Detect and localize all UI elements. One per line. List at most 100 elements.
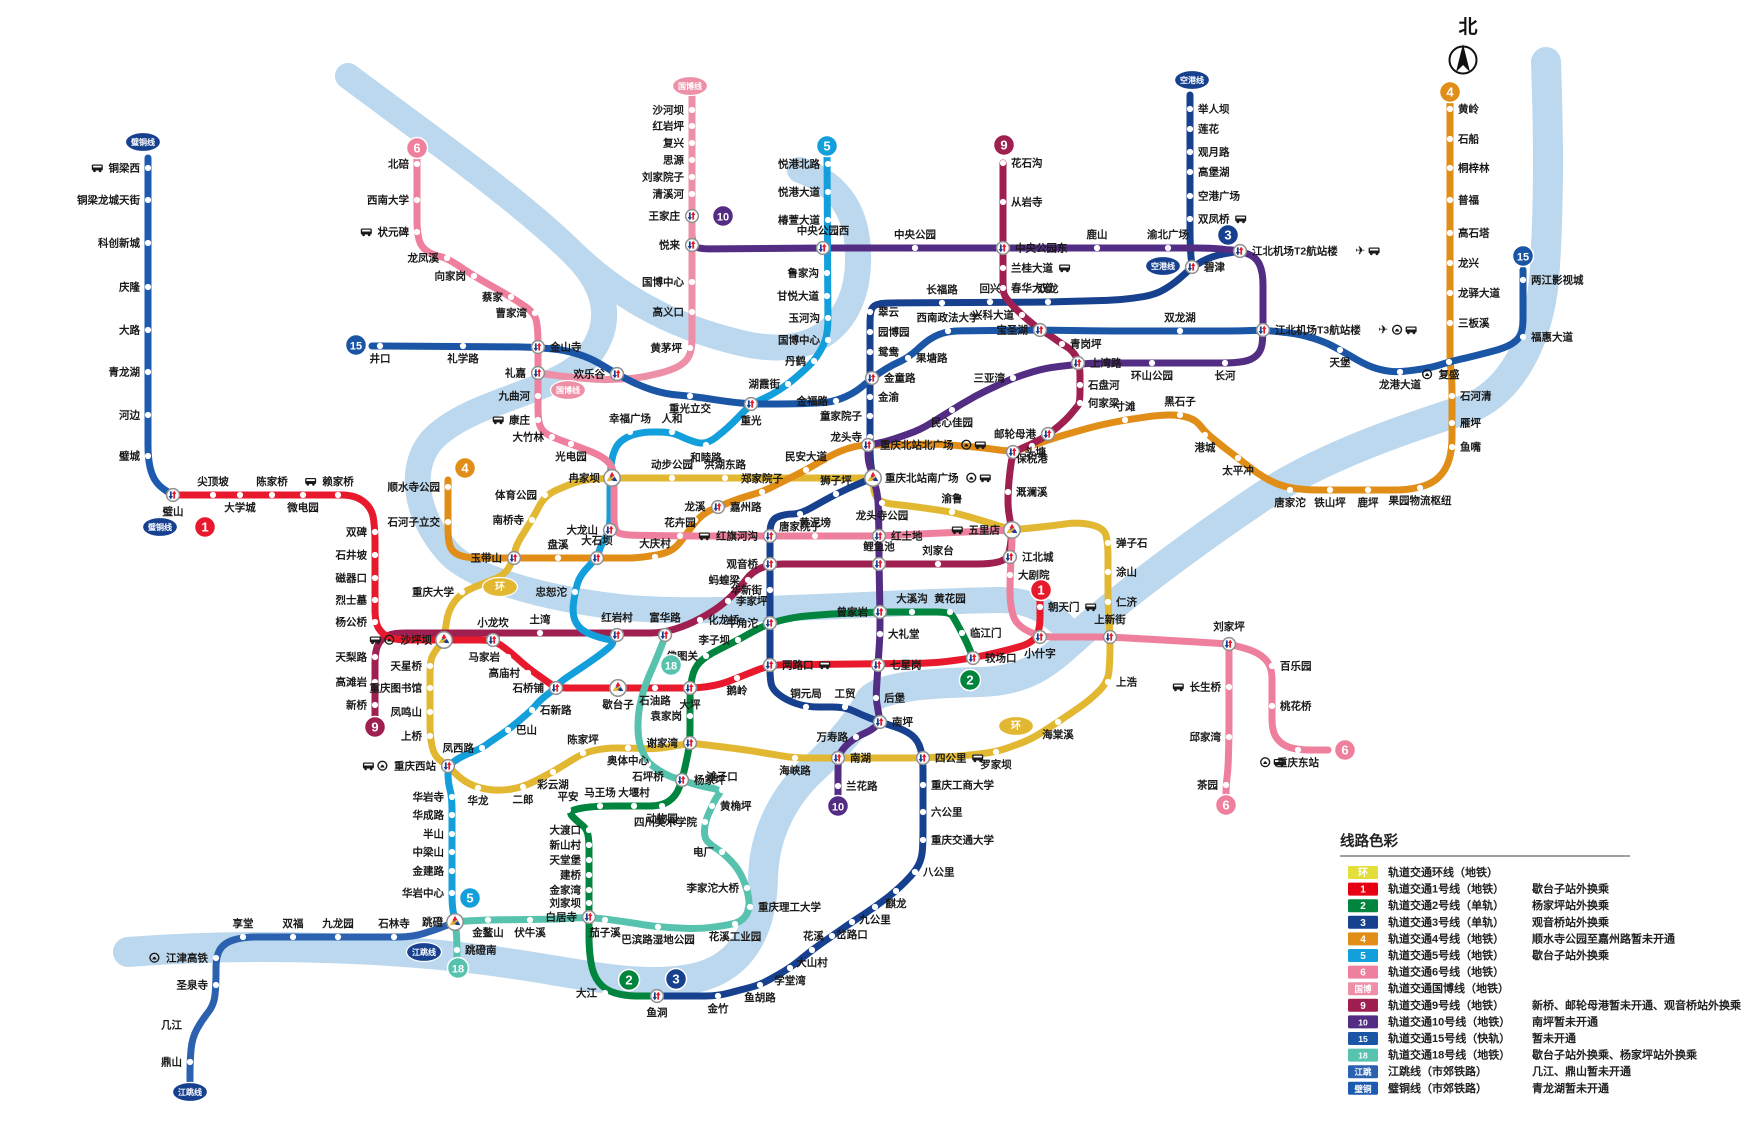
station-label: 四公里 (935, 753, 967, 765)
line-l2 (567, 608, 977, 1000)
legend-chip-label: 15 (1358, 1034, 1368, 1044)
station-dot (688, 173, 696, 181)
line-badge: 2 (617, 968, 641, 992)
station-label: 石井坡 (335, 549, 368, 562)
station-dot (824, 160, 832, 168)
station-label: 湖霞街 (749, 378, 781, 391)
station-label: 巴山 (516, 724, 537, 737)
station-dot (541, 491, 549, 499)
legend-line-name: 轨道交通18号线（地铁） (1388, 1048, 1510, 1062)
hub-interchange-icon (609, 679, 627, 697)
station-dot (999, 284, 1007, 292)
station-dot (1104, 678, 1112, 686)
station-label: 重庆交通大学 (931, 834, 994, 847)
station-label: 重庆北站南广场 (885, 472, 959, 485)
station-label: 民安大道 (785, 450, 827, 463)
station-label: 狮子坪 (819, 474, 852, 487)
station-dot (1446, 229, 1454, 237)
svg-text:4: 4 (1446, 85, 1454, 100)
station-dot (802, 703, 810, 711)
station-label: 电厂 (693, 846, 714, 859)
svg-text:4: 4 (461, 461, 469, 476)
station-dot (718, 848, 726, 856)
station-label: 南桥寺 (493, 514, 525, 527)
station-dot (688, 139, 696, 147)
station-label: 天星桥 (391, 660, 423, 673)
station-dot (413, 228, 421, 236)
station-dot (796, 510, 804, 518)
interchange-icon (506, 550, 522, 566)
hub-interchange-icon (1003, 521, 1021, 539)
station-dot (448, 793, 456, 801)
station-label: 三亚湾 (974, 372, 1006, 385)
legend-line-chip (1348, 1032, 1378, 1045)
station-dot (1416, 484, 1424, 492)
svg-text:空港线: 空港线 (1151, 261, 1175, 271)
train-icon (1421, 369, 1433, 380)
line-l6 (1222, 640, 1233, 804)
station-dot (371, 574, 379, 582)
station-label: 新桥 (346, 699, 367, 712)
station-label: 普福 (1458, 194, 1480, 207)
station-label: 朝天门 (1048, 601, 1080, 614)
bus-icon (1235, 215, 1247, 224)
station-dot (866, 393, 874, 401)
train-icon (149, 952, 160, 963)
river (1455, 47, 1563, 423)
station-label: 环山公园 (1131, 369, 1173, 382)
station-dot (1121, 416, 1129, 424)
legend-line-chip (1348, 949, 1378, 962)
station-label: 高石塔 (1458, 227, 1490, 240)
station-dot (1446, 289, 1454, 297)
station-dot (756, 981, 764, 989)
station-dot (478, 744, 486, 752)
station-dot (823, 292, 831, 300)
station-dot (702, 652, 710, 660)
station-dot (1104, 568, 1112, 576)
station-label: 茶园 (1196, 779, 1218, 792)
station-dot (585, 871, 593, 879)
station-label: 马王场 (584, 786, 616, 799)
station-label: 北碚 (388, 158, 409, 171)
station-dot (654, 923, 662, 931)
station-label: 金家湾 (549, 884, 582, 897)
station-dot (986, 298, 994, 306)
station-dot (585, 886, 593, 894)
station-dot (1076, 381, 1084, 389)
station-dot (534, 416, 542, 424)
station-dot (1519, 276, 1527, 284)
station-dot (676, 532, 684, 540)
legend-line-chip (1348, 1065, 1378, 1079)
station-label: 陈家桥 (256, 475, 288, 488)
station-label: 李家坪 (735, 595, 768, 608)
station-dot (1446, 164, 1454, 172)
interchange-icon (682, 680, 698, 696)
svg-text:3: 3 (672, 972, 679, 987)
station-dot (688, 190, 696, 198)
line-badge: 璧铜线 (124, 131, 162, 153)
interchange-icon (830, 750, 846, 766)
station-label: 春华大道 (1011, 282, 1053, 295)
station-dot (824, 336, 832, 344)
line-badge: 6 (1333, 738, 1357, 762)
station-dot (448, 889, 456, 897)
station-dot (934, 560, 942, 568)
station-label: 九曲河 (498, 390, 531, 403)
station-label: 高庙村 (489, 667, 521, 680)
station-dot (999, 264, 1007, 272)
legend-line-name: 轨道交通3号线（单轨） (1388, 915, 1504, 929)
interchange-icon (609, 627, 625, 643)
station-label: 七星岗 (890, 659, 922, 672)
interchange-icon (548, 680, 564, 696)
svg-text:9: 9 (1000, 138, 1007, 153)
station-label: 悦港北路 (778, 158, 820, 171)
station-label: 黄桷坪 (720, 800, 752, 813)
station-label: 国博中心 (642, 276, 684, 289)
station-label: 金童路 (883, 372, 916, 385)
train-icon (961, 439, 972, 450)
station-label: 大学城 (224, 501, 256, 514)
station-label: 头塘 (1025, 446, 1047, 459)
station-label: 科创新城 (98, 237, 140, 250)
